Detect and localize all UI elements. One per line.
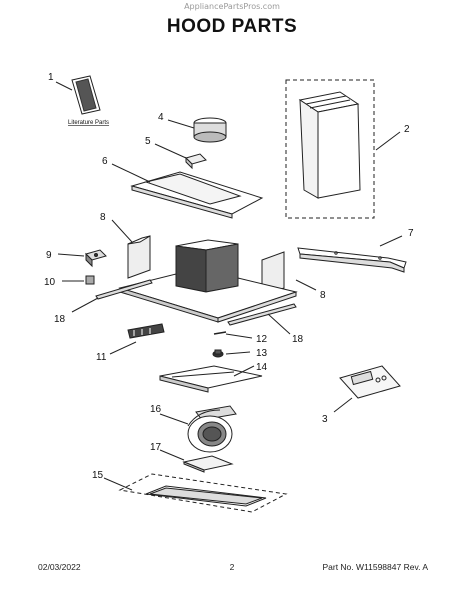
callout-14: 14 — [256, 362, 268, 373]
callout-10: 10 — [44, 277, 56, 288]
callout-8-right: 8 — [320, 290, 326, 301]
leader-8b — [295, 279, 317, 291]
leader-11 — [109, 341, 137, 355]
part-blower[interactable] — [187, 405, 237, 453]
part-filter-frame[interactable] — [118, 473, 288, 513]
watermark: AppliancePartsPros.com — [184, 2, 280, 11]
leader-16 — [159, 413, 189, 425]
part-knob[interactable] — [212, 349, 224, 358]
callout-12: 12 — [256, 334, 268, 345]
part-clip[interactable] — [85, 275, 95, 285]
callout-18-left: 18 — [54, 314, 66, 325]
part-trim-right[interactable] — [227, 303, 297, 326]
part-control-panel[interactable] — [339, 365, 401, 399]
callout-11: 11 — [96, 352, 107, 363]
footer-date: 02/03/2022 — [38, 562, 81, 572]
leader-5 — [154, 143, 187, 159]
part-screw[interactable] — [213, 331, 227, 335]
leader-12 — [225, 333, 253, 339]
hood-body — [118, 239, 298, 323]
leader-9 — [57, 253, 85, 257]
leader-7 — [379, 235, 403, 247]
leader-17 — [159, 449, 185, 461]
callout-5: 5 — [145, 136, 151, 147]
callout-15: 15 — [92, 470, 104, 481]
callout-3: 3 — [322, 414, 328, 425]
part-rail[interactable] — [159, 365, 263, 393]
part-chimney[interactable] — [285, 79, 375, 219]
part-switch[interactable] — [85, 249, 107, 268]
callout-17: 17 — [150, 442, 162, 453]
part-light[interactable] — [127, 323, 165, 339]
callout-18-right: 18 — [292, 334, 304, 345]
part-literature[interactable] — [71, 75, 101, 115]
leader-15 — [103, 477, 133, 491]
part-damper[interactable] — [193, 117, 227, 143]
leader-6 — [111, 163, 151, 183]
leader-18a — [71, 297, 99, 313]
leader-14 — [233, 365, 255, 377]
leader-3 — [333, 397, 353, 413]
leader-4 — [167, 119, 195, 129]
callout-6: 6 — [102, 156, 108, 167]
callout-9: 9 — [46, 250, 52, 261]
part-mounting-bracket[interactable] — [297, 247, 407, 273]
part-bracket[interactable] — [185, 153, 207, 170]
callout-1: 1 — [48, 72, 54, 83]
callout-13: 13 — [256, 348, 268, 359]
leader-1 — [55, 81, 73, 91]
leader-18b — [267, 313, 291, 335]
callout-2: 2 — [404, 124, 410, 135]
footer-page-number: 2 — [229, 562, 235, 572]
callout-4: 4 — [158, 112, 164, 123]
literature-label: Literature Parts — [68, 120, 109, 126]
leader-13 — [225, 351, 251, 355]
leader-8a — [111, 219, 133, 243]
footer-part-number: Part No. W11598847 Rev. A — [322, 562, 428, 572]
callout-16: 16 — [150, 404, 162, 415]
part-top-plate[interactable] — [130, 171, 264, 219]
leader-2 — [375, 131, 401, 151]
part-side-cover-left[interactable] — [127, 235, 151, 279]
part-filter-small[interactable] — [182, 455, 234, 473]
callout-8-left: 8 — [100, 212, 106, 223]
callout-7: 7 — [408, 228, 414, 239]
page-title: HOOD PARTS — [166, 16, 298, 37]
